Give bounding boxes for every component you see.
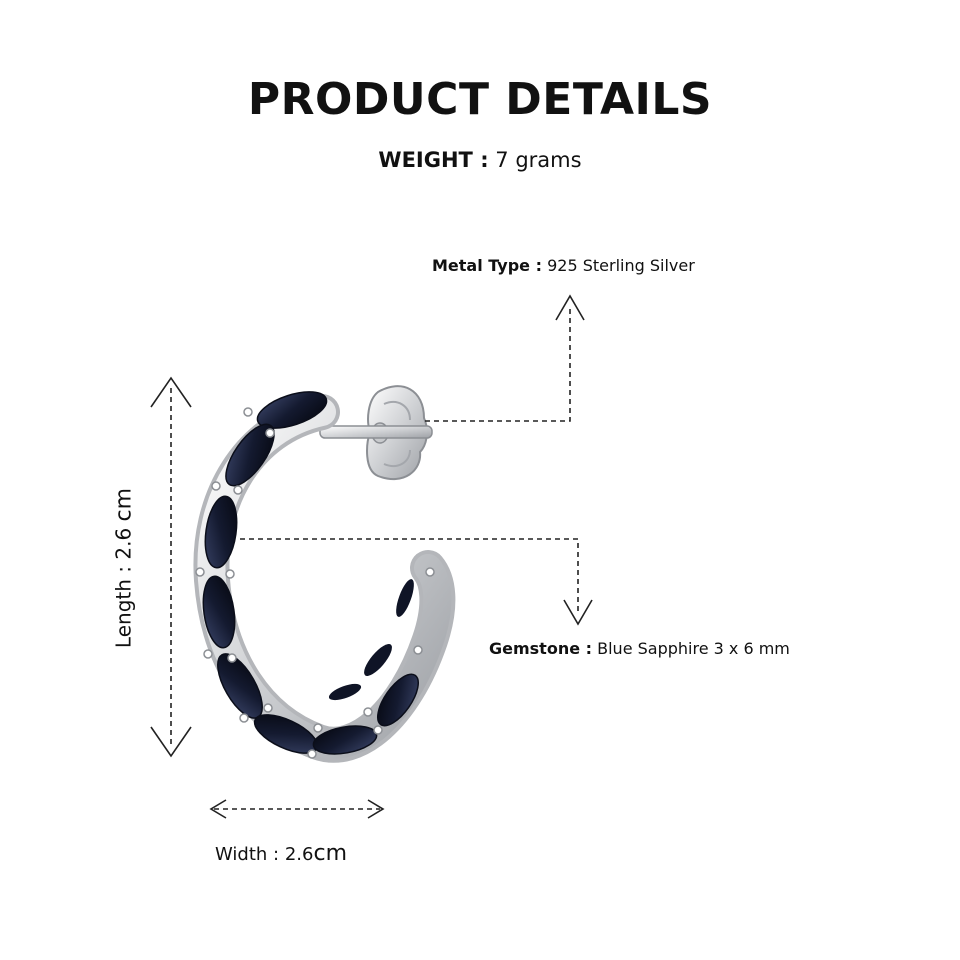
page-title: PRODUCT DETAILS xyxy=(247,74,713,125)
width-dimension-arrow xyxy=(209,799,385,819)
earring-post xyxy=(319,425,433,439)
metal-type-label: Metal Type : 925 Sterling Silver xyxy=(432,256,695,275)
metal-type-pointer xyxy=(425,294,585,422)
width-unit: cm xyxy=(313,841,347,866)
prongs xyxy=(195,407,435,759)
gemstone-value: Blue Sapphire 3 x 6 mm xyxy=(597,639,790,658)
length-label: Length : 2.6 cm xyxy=(112,488,137,648)
gemstone-key: Gemstone : xyxy=(489,639,593,658)
length-value: 2.6 xyxy=(111,527,136,560)
length-unit: cm xyxy=(111,487,137,522)
hoop-inner-rim xyxy=(328,579,414,701)
width-value: 2.6 xyxy=(284,844,314,865)
weight-value: 7 grams xyxy=(495,148,582,172)
metal-type-key: Metal Type : xyxy=(432,256,542,275)
metal-type-value: 925 Sterling Silver xyxy=(547,256,695,275)
gemstone-pointer xyxy=(240,538,593,626)
gemstone-label: Gemstone : Blue Sapphire 3 x 6 mm xyxy=(489,639,790,658)
weight-key: WEIGHT : xyxy=(378,148,489,172)
width-label: Width : 2.6cm xyxy=(215,841,347,866)
sapphire-hoop-earring-icon xyxy=(193,385,456,763)
length-key: Length : xyxy=(111,565,136,649)
width-key: Width : xyxy=(215,844,280,865)
length-dimension-arrow xyxy=(150,376,192,758)
weight-line: WEIGHT : 7 grams xyxy=(0,148,960,172)
